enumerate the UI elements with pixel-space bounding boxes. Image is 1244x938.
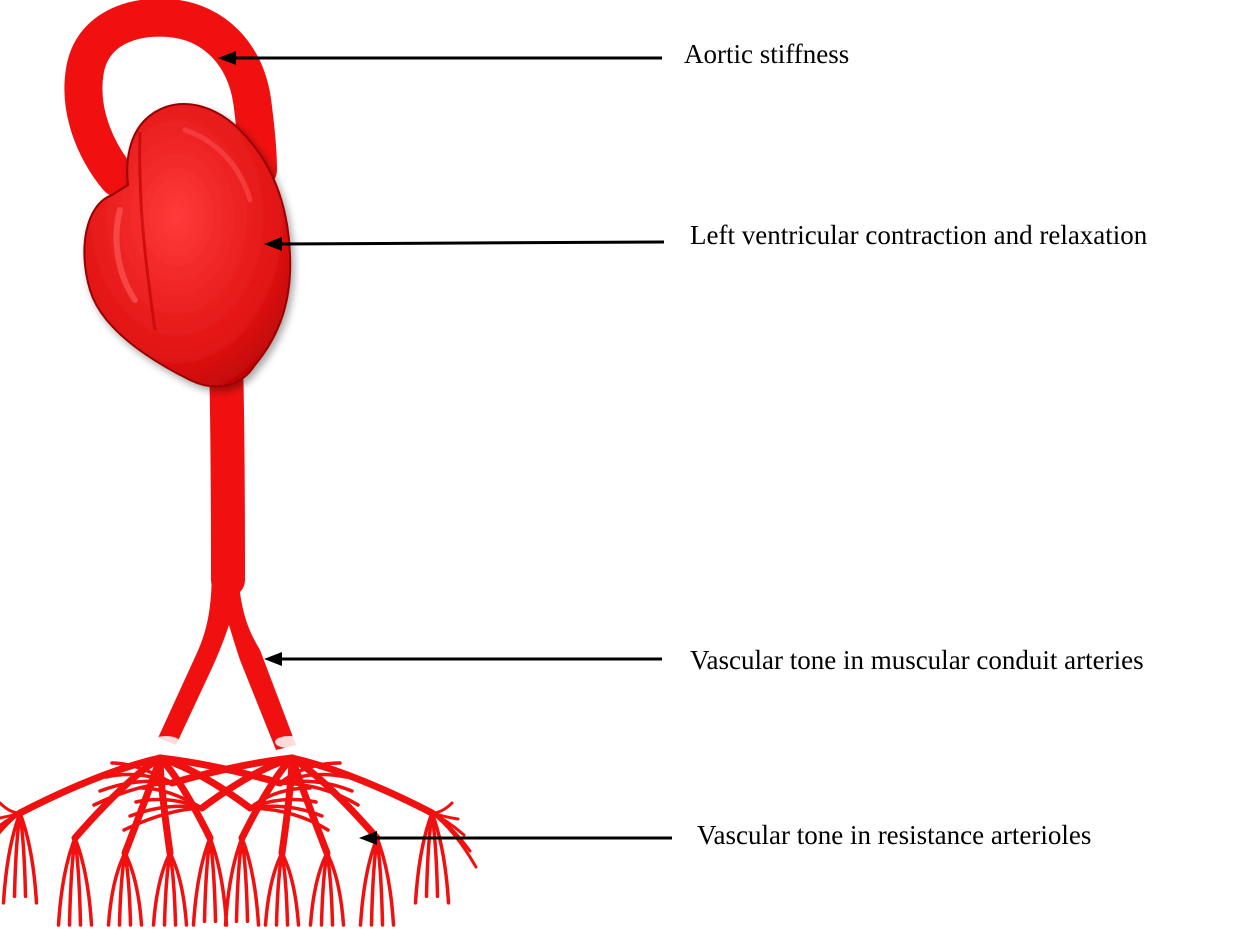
arrow-lv-line [278, 242, 664, 244]
vessel-junctions [152, 736, 303, 748]
descending-aorta-core [226, 360, 228, 580]
arrow-arterioles-head [359, 831, 377, 845]
label-aortic-stiffness: Aortic stiffness [684, 41, 849, 68]
arteriole-branch [432, 803, 452, 813]
arteriole-branch [0, 803, 20, 813]
label-left-ventricular-function: Left ventricular contraction and relaxat… [690, 222, 1147, 249]
label-resistance-arteriole-tone: Vascular tone in resistance arterioles [697, 822, 1091, 849]
label-conduit-artery-tone: Vascular tone in muscular conduit arteri… [690, 647, 1144, 674]
arrow-conduit-head [264, 652, 282, 666]
